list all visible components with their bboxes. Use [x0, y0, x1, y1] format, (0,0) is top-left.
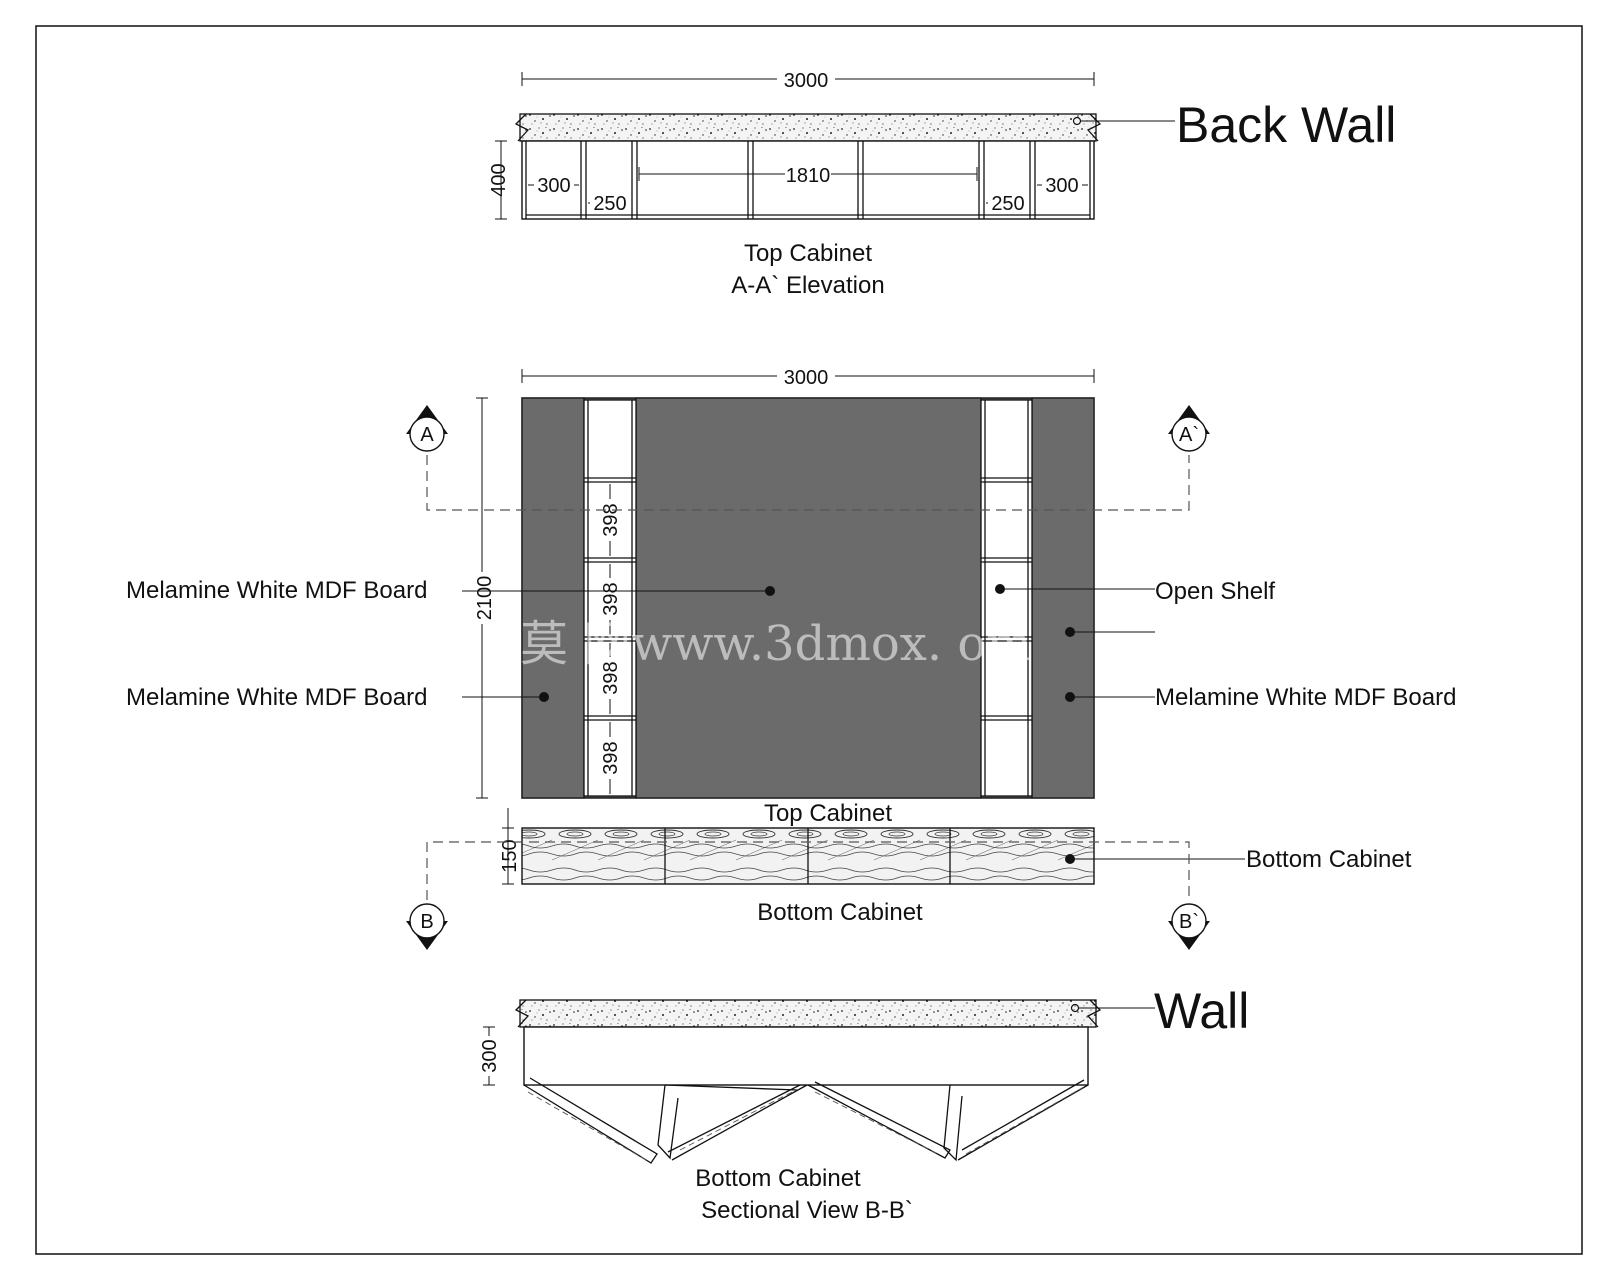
section-line-b [426, 841, 1190, 900]
top-cabinet-caption: Top Cabinet [764, 800, 892, 827]
bottom-depth-dim: 300 [479, 1039, 501, 1072]
shelf-height-dim-1: 398 [600, 503, 622, 536]
back-wall-hatch [519, 113, 1097, 142]
right-shelf-column [980, 399, 1033, 797]
folding-doors [523, 1077, 1089, 1164]
break-symbol-left [514, 113, 530, 142]
shelf-height-dim-3: 398 [600, 661, 622, 694]
top-comp-2-dim: 250 [593, 193, 626, 215]
right-side-panel [1031, 397, 1095, 799]
label-left-lower: Melamine White MDF Board [126, 684, 427, 711]
label-right-lower: Melamine White MDF Board [1155, 684, 1456, 711]
section-a-left-label: A [420, 424, 434, 446]
section-b-right-label: B` [1179, 911, 1199, 933]
top-overall-width-dim: 3000 [784, 70, 829, 92]
sheet-border [35, 25, 1583, 1255]
section-marker-a-left: A [406, 405, 448, 452]
section-line-a [426, 455, 1190, 511]
left-side-panel [521, 397, 585, 799]
front-height-dim: 2100 [474, 576, 496, 621]
left-shelf-column: 398 398 398 398 [583, 399, 637, 797]
section-marker-b-right: B` [1168, 903, 1210, 950]
label-open-shelf: Open Shelf [1155, 578, 1275, 605]
bottom-section-view: Wall 300 Bottom Cabinet Sectional View B… [478, 983, 1249, 1224]
front-view: 3000 2100 398 [126, 365, 1456, 950]
section-b-left-label: B [420, 911, 433, 933]
section-marker-b-left: B [406, 903, 448, 950]
top-elevation-caption-1: Top Cabinet [744, 240, 872, 267]
shelf-height-dim-2: 398 [600, 582, 622, 615]
section-marker-a-right: A` [1168, 405, 1210, 452]
label-bottom-cabinet: Bottom Cabinet [1246, 846, 1412, 873]
bottom-section-caption-1: Bottom Cabinet [695, 1165, 861, 1192]
wall-break-left [514, 999, 530, 1028]
front-overall-width-dim: 3000 [784, 367, 829, 389]
center-panel [635, 397, 982, 799]
break-symbol-right [1086, 113, 1102, 142]
bottom-cabinet-section [523, 1026, 1089, 1086]
top-comp-3-dim: 1810 [786, 165, 831, 187]
top-elevation-caption-2: A-A` Elevation [731, 272, 884, 299]
top-comp-1-dim: 300 [537, 175, 570, 197]
top-elevation-view: 3000 Back Wall 300 250 [488, 68, 1396, 299]
top-comp-4-dim: 250 [991, 193, 1024, 215]
top-comp-5-dim: 300 [1045, 175, 1078, 197]
bottom-section-caption-2: Sectional View B-B` [701, 1197, 913, 1224]
shelf-height-dim-4: 398 [600, 741, 622, 774]
bottom-cabinet-caption: Bottom Cabinet [757, 899, 923, 926]
section-a-right-label: A` [1179, 424, 1199, 446]
bottom-height-dim: 150 [499, 839, 521, 872]
wall-break-right [1086, 999, 1102, 1028]
wall-hatch [519, 999, 1097, 1028]
wall-label: Wall [1154, 983, 1249, 1039]
label-left-upper: Melamine White MDF Board [126, 577, 427, 604]
back-wall-label: Back Wall [1176, 97, 1396, 153]
top-depth-dim: 400 [488, 163, 510, 196]
watermark: 莫 网www.3dmox. om [520, 616, 1032, 672]
